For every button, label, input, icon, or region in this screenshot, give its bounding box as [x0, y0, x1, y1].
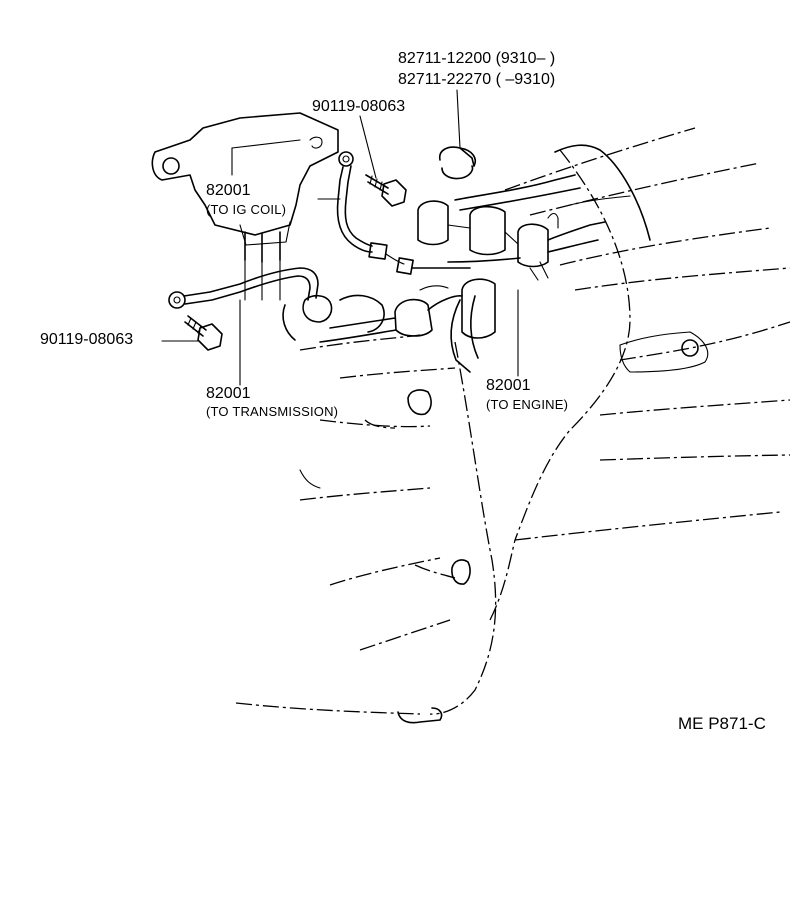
wire-transmission-description: (TO TRANSMISSION)	[206, 404, 339, 419]
wire-engine-description: (TO ENGINE)	[486, 397, 569, 412]
leader-lines	[161, 89, 519, 386]
ground-wire-transmission	[168, 267, 333, 341]
wire-ig-number: 82001	[206, 182, 251, 199]
ground-wire-ig	[336, 151, 471, 275]
wire-ig-description: (TO IG COIL)	[206, 202, 287, 217]
housing-outline	[235, 127, 791, 715]
ig-coil-bracket	[151, 112, 339, 301]
bolt-left-icon	[184, 315, 223, 351]
clamp-part-b: 82711-22270 ( –9310)	[398, 71, 556, 88]
clamp-part-a: 82711-12200 (9310– )	[398, 50, 556, 67]
figure-code: ME P871-C	[678, 714, 766, 733]
wire-transmission-number: 82001	[206, 385, 251, 402]
bolt-left-part: 90119-08063	[40, 331, 134, 348]
wire-engine-number: 82001	[486, 377, 531, 394]
bolt-upper-icon	[365, 174, 407, 207]
harness-connectors	[319, 174, 631, 373]
housing-details	[299, 144, 709, 724]
wire-clamp-icon	[438, 146, 476, 180]
bolt-upper-part: 90119-08063	[312, 98, 406, 115]
